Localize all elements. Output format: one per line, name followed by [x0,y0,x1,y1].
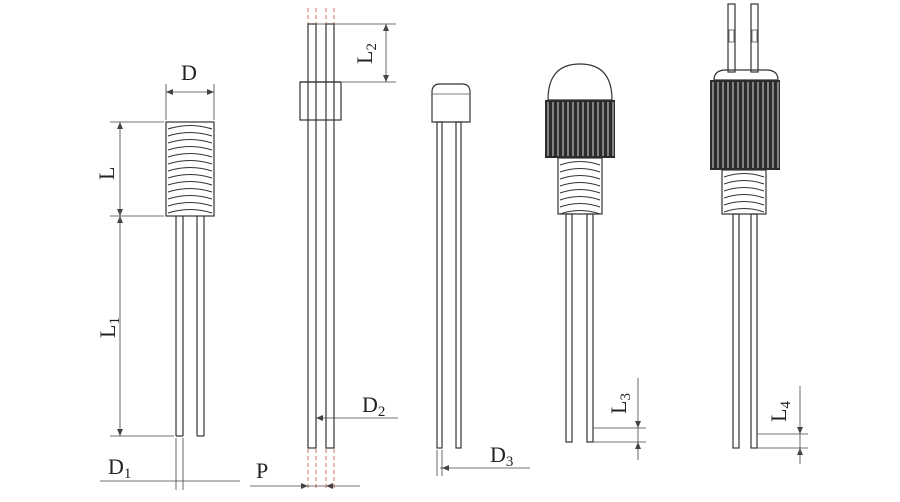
lead-right [455,121,462,449]
dim-p: P [250,458,360,489]
label-p: P [256,458,268,483]
lead-right [325,23,335,449]
thread-coil [167,145,213,151]
thread-coils [167,124,213,214]
thread-coil [167,173,213,179]
lead-right [586,213,594,443]
dim-l4: L4 [757,386,808,464]
thread-coil [723,172,765,178]
dim-d: D [165,60,215,120]
thread-coil [723,179,765,185]
thread-coil [167,194,213,200]
thread-coil [559,160,601,166]
dim-d1: D1 [100,438,240,490]
label-l4: L4 [766,401,794,422]
wire-left [727,3,736,73]
thread-coils [559,160,601,215]
label-d1: D1 [108,454,131,482]
thread-coil [167,208,213,214]
label-d3: D3 [490,442,513,470]
thread-coil [723,207,765,213]
thread-coil [167,166,213,172]
component-3-cap: D3 [431,83,530,476]
thread-coil [559,202,601,208]
thread-coil [167,138,213,144]
thread-body [557,157,603,215]
knurl-ridges [547,102,614,156]
dome-lens [547,63,613,101]
thread-coils [723,172,765,213]
thread-coil [167,152,213,158]
lead-left [307,23,317,449]
thread-coil [723,200,765,206]
thread-coil [559,181,601,187]
lead-left [565,213,573,443]
dim-l-l1: L L1 [94,121,174,437]
wire-right [750,3,759,73]
top-cap [713,69,779,81]
label-l1: L1 [95,317,123,338]
dim-d3: D3 [436,442,530,476]
dim-l2: L2 [316,23,396,83]
thread-coil [559,174,601,180]
thread-coil [559,188,601,194]
thread-coil [167,124,213,130]
lead-right [750,213,758,449]
spacer-block [299,81,342,121]
lead-left [732,213,740,449]
lead-left [436,121,443,449]
knurled-head [545,100,615,158]
knurled-head [710,80,780,170]
component-2-spacer: L2 D2 P [250,8,398,490]
thread-body [165,121,215,217]
cap-body [431,83,471,123]
thread-coil [559,195,601,201]
label-l3: L3 [606,393,634,414]
thread-coil [167,187,213,193]
thread-body [721,169,767,215]
knurl-ridges [712,82,779,168]
thread-coil [723,186,765,192]
thread-coil [167,201,213,207]
component-5-wired: L4 [710,3,808,464]
label-l2: L2 [352,43,380,64]
thread-coil [167,159,213,165]
component-4-dome: L3 [545,63,646,460]
label-d: D [181,60,197,85]
thread-coil [559,209,601,215]
dim-d2: D2 [316,392,398,421]
thread-coil [559,167,601,173]
component-1-threaded: D L L1 D1 [94,60,240,490]
dim-l3: L3 [593,378,646,460]
thread-coil [723,193,765,199]
label-l: L [94,167,119,180]
label-d2: D2 [362,392,385,420]
thread-coil [167,180,213,186]
thread-coil [167,131,213,137]
